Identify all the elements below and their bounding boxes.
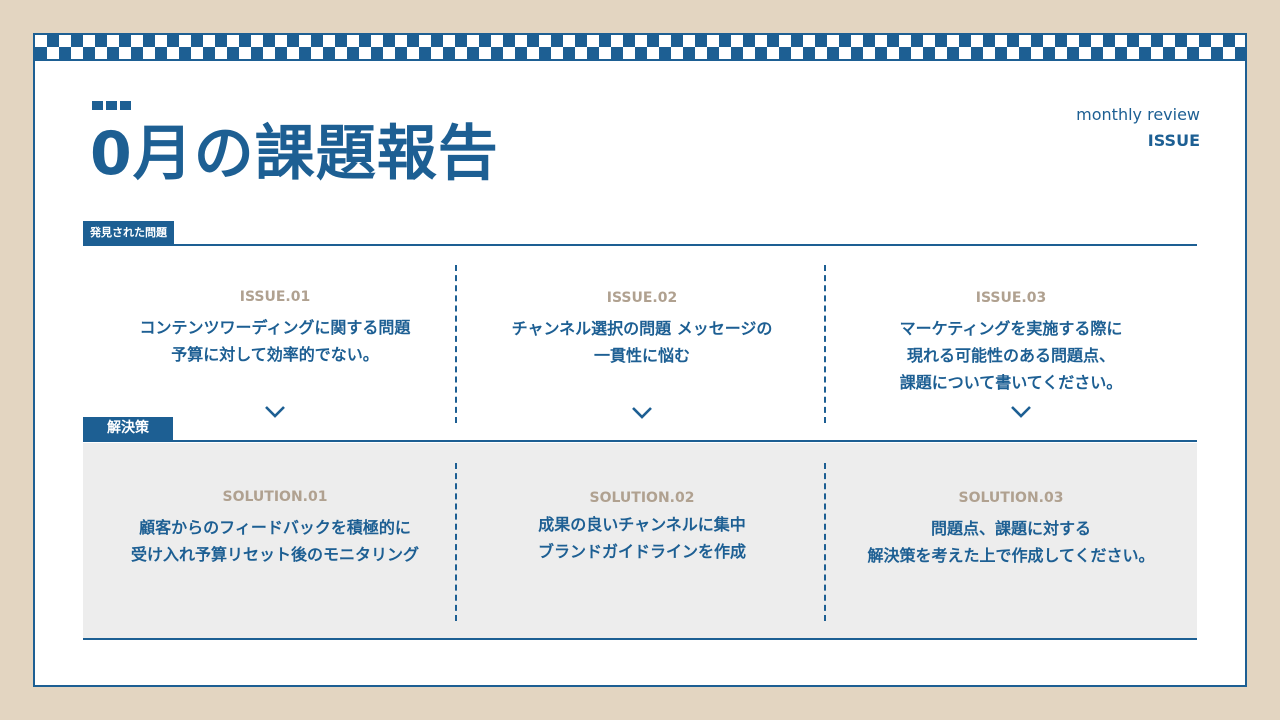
- solution-heading: SOLUTION.01: [222, 489, 328, 505]
- solution-text: 問題点、課題に対する 解決策を考えた上で作成してください。: [826, 515, 1196, 569]
- issue-line: 現れる可能性のある問題点、: [906, 346, 1115, 365]
- solutions-section-label: 解決策: [83, 417, 173, 440]
- issue-line: 予算に対して効率的でない。: [171, 345, 379, 364]
- issue-text: コンテンツワーディングに関する問題 予算に対して効率的でない。: [90, 314, 460, 368]
- solution-line: 顧客からのフィードバックを積極的に: [139, 518, 411, 537]
- solution-heading: SOLUTION.03: [958, 490, 1064, 506]
- checker-border: [35, 35, 1245, 61]
- issue-heading: ISSUE.03: [975, 290, 1047, 306]
- slide: 0月の課題報告 monthly review ISSUE 発見された問題 ISS…: [33, 33, 1247, 687]
- issues-section-label: 発見された問題: [83, 221, 174, 244]
- issue-heading: ISSUE.02: [606, 290, 678, 306]
- issue-card-1: ISSUE.01 コンテンツワーディングに関する問題 予算に対して効率的でない。: [90, 287, 460, 368]
- issue-text: マーケティングを実施する際に 現れる可能性のある問題点、 課題について書いてくだ…: [826, 315, 1196, 396]
- solution-line: 成果の良いチャンネルに集中: [538, 515, 746, 534]
- solution-heading: SOLUTION.02: [589, 490, 695, 506]
- page-title: 0月の課題報告: [90, 119, 499, 189]
- issue-line: マーケティングを実施する際に: [899, 319, 1123, 338]
- issue-text: チャンネル選択の問題 メッセージの 一貫性に悩む: [457, 315, 827, 369]
- issue-line: 一貫性に悩む: [593, 346, 690, 365]
- solution-text: 成果の良いチャンネルに集中 ブランドガイドラインを作成: [457, 511, 827, 565]
- title-dots: [92, 101, 131, 110]
- issue-card-3: ISSUE.03 マーケティングを実施する際に 現れる可能性のある問題点、 課題…: [826, 288, 1196, 396]
- issue-line: コンテンツワーディングに関する問題: [139, 318, 411, 337]
- column-divider: [824, 463, 826, 621]
- bottom-divider: [83, 638, 1197, 640]
- issues-divider: [83, 244, 1197, 246]
- column-divider: [455, 265, 457, 423]
- subtitle: monthly review: [1076, 105, 1200, 124]
- header-meta: monthly review ISSUE: [1076, 105, 1200, 153]
- solution-line: 解決策を考えた上で作成してください。: [867, 546, 1155, 565]
- solutions-divider: [83, 440, 1197, 442]
- column-divider: [455, 463, 457, 621]
- solution-card-2: SOLUTION.02 成果の良いチャンネルに集中 ブランドガイドラインを作成: [457, 488, 827, 565]
- solution-line: ブランドガイドラインを作成: [537, 542, 746, 561]
- solution-line: 問題点、課題に対する: [930, 519, 1091, 538]
- chevron-down-icon: [1011, 406, 1031, 418]
- column-divider: [824, 265, 826, 423]
- chevron-down-icon: [265, 406, 285, 418]
- issue-card-2: ISSUE.02 チャンネル選択の問題 メッセージの 一貫性に悩む: [457, 288, 827, 369]
- solution-line: 受け入れ予算リセット後のモニタリング: [130, 545, 419, 564]
- issue-line: チャンネル選択の問題 メッセージの: [511, 319, 773, 338]
- issue-tag: ISSUE: [1147, 131, 1200, 150]
- solution-card-1: SOLUTION.01 顧客からのフィードバックを積極的に 受け入れ予算リセット…: [90, 487, 460, 568]
- solution-card-3: SOLUTION.03 問題点、課題に対する 解決策を考えた上で作成してください…: [826, 488, 1196, 569]
- solution-text: 顧客からのフィードバックを積極的に 受け入れ予算リセット後のモニタリング: [90, 514, 460, 568]
- issue-heading: ISSUE.01: [239, 289, 311, 305]
- issue-line: 課題について書いてください。: [899, 373, 1123, 392]
- solutions-panel: [83, 443, 1197, 639]
- chevron-down-icon: [632, 407, 652, 419]
